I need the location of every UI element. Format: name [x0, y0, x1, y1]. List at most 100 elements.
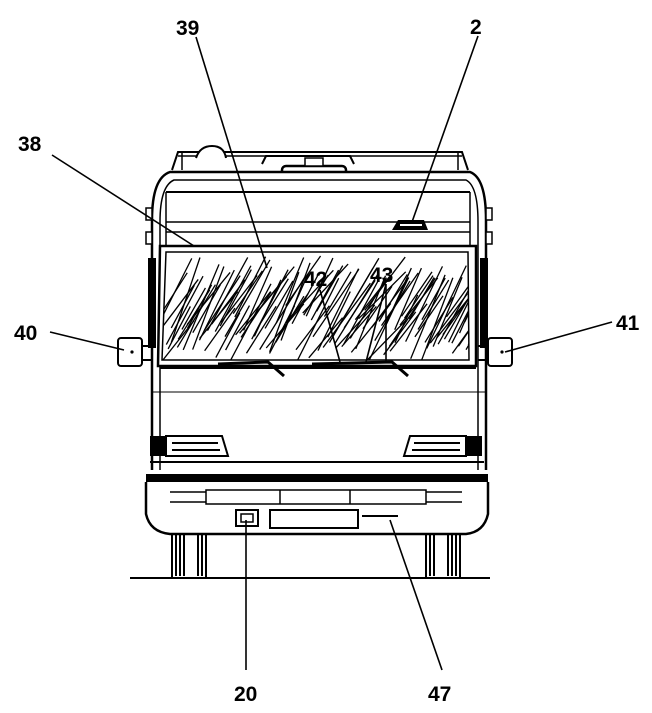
hatch-stroke: [362, 285, 393, 330]
ref-label-38: 38: [18, 133, 42, 156]
hatch-stroke: [176, 284, 216, 348]
hatch-stroke: [165, 275, 204, 345]
hatch-stroke: [308, 317, 344, 359]
hatch-stroke: [224, 259, 271, 337]
hatch-stroke: [232, 270, 263, 315]
hatch-stroke: [358, 271, 407, 320]
hatch-stroke: [443, 294, 469, 340]
bumper: [144, 461, 490, 536]
hatch-stroke: [260, 278, 289, 323]
hatch-stroke: [323, 271, 352, 317]
hatch-stroke: [414, 295, 444, 338]
hatch-stroke: [408, 277, 435, 320]
hatch-stroke: [275, 257, 305, 324]
hatch-stroke: [403, 275, 434, 319]
hatch-stroke: [312, 268, 360, 338]
hatch-stroke: [167, 306, 191, 350]
hatch-stroke: [278, 293, 309, 335]
windscreen: [156, 244, 549, 368]
hatch-stroke: [285, 273, 309, 324]
hatch-stroke: [204, 307, 236, 352]
hatch-stroke: [234, 256, 267, 318]
hatch-stroke: [457, 298, 469, 347]
hatch-stroke: [254, 266, 295, 316]
hatch-stroke: [384, 267, 412, 328]
hatch-stroke: [192, 284, 221, 334]
hatch-stroke: [192, 266, 225, 350]
hatch-stroke: [380, 272, 419, 326]
hatch-stroke: [394, 294, 419, 344]
ref-label-42: 42: [304, 268, 327, 291]
hatch-stroke: [317, 268, 360, 351]
hatch-stroke: [485, 276, 511, 326]
hatch-stroke: [303, 274, 329, 316]
hatch-stroke: [187, 284, 213, 329]
hatch-stroke: [162, 272, 188, 329]
hatch-stroke: [322, 282, 371, 348]
hatch-stroke: [399, 277, 439, 326]
hatch-stroke: [291, 273, 319, 324]
ref-label-39: 39: [176, 17, 199, 40]
hatch-stroke: [337, 257, 380, 327]
license-plate: [269, 509, 359, 529]
hatch-stroke: [211, 279, 246, 325]
hatch-stroke: [432, 276, 463, 347]
ref-label-43: 43: [370, 264, 393, 287]
hatch-stroke: [335, 304, 376, 349]
hatch-stroke: [170, 257, 201, 343]
hatch-stroke: [445, 269, 469, 318]
hatch-stroke: [285, 255, 322, 306]
mirror-left: [117, 337, 152, 367]
ref-label-20: 20: [234, 683, 257, 706]
hatch-stroke: [162, 279, 199, 329]
hatch-stroke: [354, 276, 390, 321]
hatch-stroke: [489, 270, 517, 341]
hatch-stroke: [394, 267, 423, 331]
hatch-stroke: [240, 291, 272, 338]
hatch-stroke: [225, 305, 251, 351]
ref-label-40: 40: [14, 322, 37, 345]
hatch-stroke: [424, 296, 454, 343]
hatch-stroke: [316, 265, 344, 312]
hatch-stroke: [429, 293, 468, 344]
windscreen-hatching: [162, 255, 549, 360]
tow-hook: [235, 509, 259, 527]
hatch-stroke: [451, 304, 469, 354]
hatch-stroke: [451, 259, 469, 344]
hatch-stroke: [417, 279, 450, 330]
hatch-stroke: [405, 266, 444, 342]
hatch-stroke: [245, 305, 277, 354]
hatch-stroke: [305, 257, 334, 317]
hatch-stroke: [448, 271, 469, 343]
hatch-stroke: [378, 274, 408, 322]
hatch-stroke: [458, 269, 469, 334]
hatch-stroke: [420, 277, 454, 360]
hatch-stroke: [296, 277, 340, 360]
ref-label-41: 41: [616, 312, 640, 335]
hatch-stroke: [401, 271, 433, 317]
hatch-stroke: [206, 257, 249, 331]
hatch-stroke: [436, 295, 469, 338]
headlamp-right: [402, 435, 482, 457]
camera-unit: [392, 220, 428, 230]
hatch-stroke: [421, 277, 446, 321]
wiper-blades: [160, 360, 476, 378]
hatch-stroke: [170, 285, 195, 329]
hatch-stroke: [220, 275, 258, 323]
hatch-stroke: [389, 303, 428, 352]
hatch-stroke: [501, 261, 549, 341]
wheel-right: [425, 527, 461, 579]
mirror-right: [478, 337, 513, 367]
ref-label-2: 2: [470, 16, 482, 39]
hatch-stroke: [181, 287, 206, 330]
hatch-stroke: [215, 312, 241, 358]
hatch-stroke: [214, 265, 252, 332]
hatch-stroke: [310, 269, 340, 321]
hatch-stroke: [264, 280, 294, 329]
hatch-stroke: [341, 306, 377, 348]
wheel-left: [171, 527, 207, 579]
leader-lines: [49, 35, 613, 671]
hatch-stroke: [364, 256, 406, 311]
ref-label-47: 47: [428, 683, 451, 706]
